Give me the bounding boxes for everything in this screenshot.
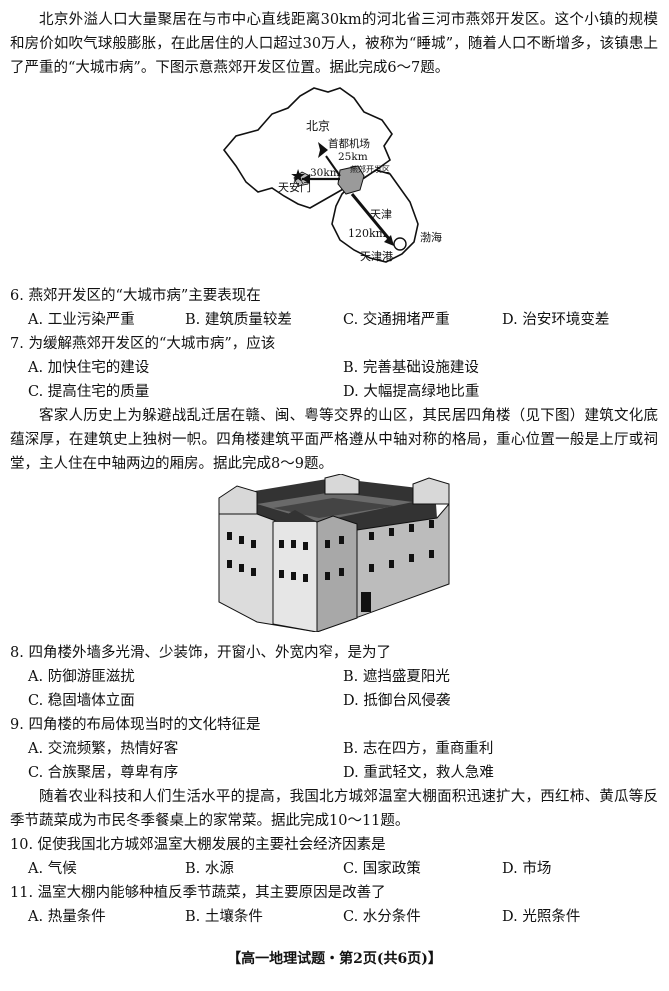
q10-option-d: D. 市场	[502, 861, 552, 877]
page-footer: 【高一地理试题・第2页(共6页)】	[227, 951, 442, 967]
q7-option-a: A. 加快住宅的建设	[28, 360, 150, 376]
q6-option-b: B. 建筑质量较差	[185, 312, 292, 328]
q11-option-a: A. 热量条件	[28, 909, 106, 925]
question-8: 8. 四角楼外墙多光滑、少装饰，开窗小、外宽内窄，是为了	[10, 645, 391, 661]
arrow-yanjiao-to-tianjin-port	[350, 193, 392, 241]
q10-option-c: C. 国家政策	[343, 861, 421, 877]
arrow-airport-to-yanjiao	[325, 155, 341, 177]
label-tianjin: 天津	[370, 208, 392, 221]
beijing-boundary	[222, 87, 393, 209]
label-airport: 首都机场	[328, 137, 370, 150]
q10-option-b: B. 水源	[185, 861, 234, 877]
label-25km: 25km	[338, 151, 368, 163]
label-beijing: 北京	[306, 119, 330, 133]
q11-option-b: B. 土壤条件	[185, 909, 263, 925]
q9-option-c: C. 合族聚居，尊卑有序	[28, 765, 179, 781]
building-door	[361, 592, 371, 612]
label-yanjiao: 燕郊开发区	[350, 164, 390, 174]
q9-option-d: D. 重武轻文，救人急难	[343, 765, 494, 781]
passage-hakka: 客家人历史上为躲避战乱迁居在赣、闽、粤等交界的山区，其民居四角楼（见下图）建筑文…	[10, 408, 658, 472]
q7-option-d: D. 大幅提高绿地比重	[343, 384, 480, 400]
yanjiao-location-map: ★ 北京 首都机场 25km 30km 燕郊开发区 天安门 天津 120km 渤…	[222, 87, 442, 263]
passage-yanjiao: 北京外溢人口大量聚居在与市中心直线距离30km的河北省三河市燕郊开发区。这个小镇…	[10, 12, 658, 76]
q6-option-c: C. 交通拥堵严重	[343, 312, 450, 328]
question-6: 6. 燕郊开发区的“大城市病”主要表现在	[10, 288, 261, 304]
q8-option-a: A. 防御游匪滋扰	[28, 669, 135, 685]
q6-option-a: A. 工业污染严重	[28, 312, 135, 328]
tianjin-boundary	[331, 169, 419, 263]
label-bohai: 渤海	[420, 230, 442, 244]
q9-option-a: A. 交流频繁，热情好客	[28, 741, 179, 757]
q11-option-c: C. 水分条件	[343, 909, 421, 925]
q7-option-b: B. 完善基础设施建设	[343, 360, 479, 376]
question-9: 9. 四角楼的布局体现当时的文化特征是	[10, 717, 261, 733]
yanjiao-area	[337, 165, 365, 195]
label-tianjin-port: 天津港	[360, 250, 393, 263]
question-7: 7. 为缓解燕郊开发区的“大城市病”，应该	[10, 336, 276, 352]
question-11: 11. 温室大棚内能够种植反季节蔬菜，其主要原因是改善了	[10, 885, 386, 901]
label-120km: 120km	[348, 227, 387, 240]
label-tiananmen: 天安门	[278, 180, 311, 194]
siijiao-building-image	[218, 474, 450, 632]
q8-option-c: C. 稳固墙体立面	[28, 693, 135, 709]
tianjin-port-marker	[393, 237, 407, 251]
q10-option-a: A. 气候	[28, 861, 77, 877]
label-30km: 30km	[310, 167, 340, 179]
q8-option-b: B. 遮挡盛夏阳光	[343, 669, 450, 685]
q6-option-d: D. 治安环境变差	[502, 312, 610, 328]
q11-option-d: D. 光照条件	[502, 909, 581, 925]
q7-option-c: C. 提高住宅的质量	[28, 384, 150, 400]
passage-greenhouse: 随着农业科技和人们生活水平的提高，我国北方城郊温室大棚面积迅速扩大，西红柿、黄瓜…	[10, 789, 658, 829]
question-10: 10. 促使我国北方城郊温室大棚发展的主要社会经济因素是	[10, 837, 386, 853]
building-windows	[227, 520, 434, 582]
q9-option-b: B. 志在四方，重商重利	[343, 741, 494, 757]
tiananmen-star-icon: ★	[290, 166, 306, 187]
airport-icon	[318, 142, 328, 158]
q8-option-d: D. 抵御台风侵袭	[343, 693, 451, 709]
